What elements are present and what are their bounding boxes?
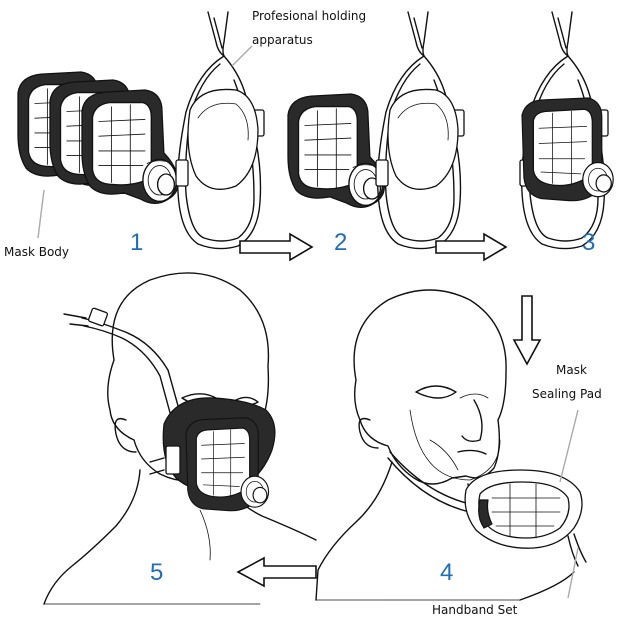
step-2-holding-apparatus bbox=[376, 12, 464, 249]
step-number-2: 2 bbox=[334, 229, 347, 256]
step-number-5: 5 bbox=[150, 559, 163, 586]
step-5-worn-mask bbox=[150, 398, 275, 511]
step-2-mask-body bbox=[288, 94, 384, 207]
mask-body-label: Mask Body bbox=[4, 245, 69, 259]
holder-inner-pad bbox=[188, 89, 258, 189]
step-4-head-figure bbox=[316, 290, 574, 600]
sealing-pad-label-line1: Mask bbox=[556, 363, 587, 377]
handband-set-label: Handband Set bbox=[432, 603, 518, 617]
arrow-right-icon bbox=[436, 234, 506, 260]
arrow-down-icon bbox=[514, 296, 540, 364]
step-number-1: 1 bbox=[130, 229, 143, 256]
sealing-pad-leader bbox=[560, 410, 578, 482]
holding-apparatus-leader bbox=[232, 46, 252, 66]
mask-body-leader bbox=[38, 190, 44, 238]
arrow-right-icon bbox=[240, 234, 312, 260]
holding-apparatus-label-line2: apparatus bbox=[252, 33, 313, 47]
step-number-3: 3 bbox=[582, 229, 595, 256]
holding-apparatus-label-line1: Profesional holding bbox=[252, 9, 366, 23]
step-3-assembled-mask bbox=[520, 12, 613, 249]
step-4-sealing-pad bbox=[465, 470, 586, 566]
step-1-mask-bodies bbox=[18, 72, 178, 203]
step-number-4: 4 bbox=[440, 559, 453, 586]
arrow-left-icon bbox=[238, 558, 316, 586]
sealing-pad-label-line2: Sealing Pad bbox=[532, 387, 602, 401]
